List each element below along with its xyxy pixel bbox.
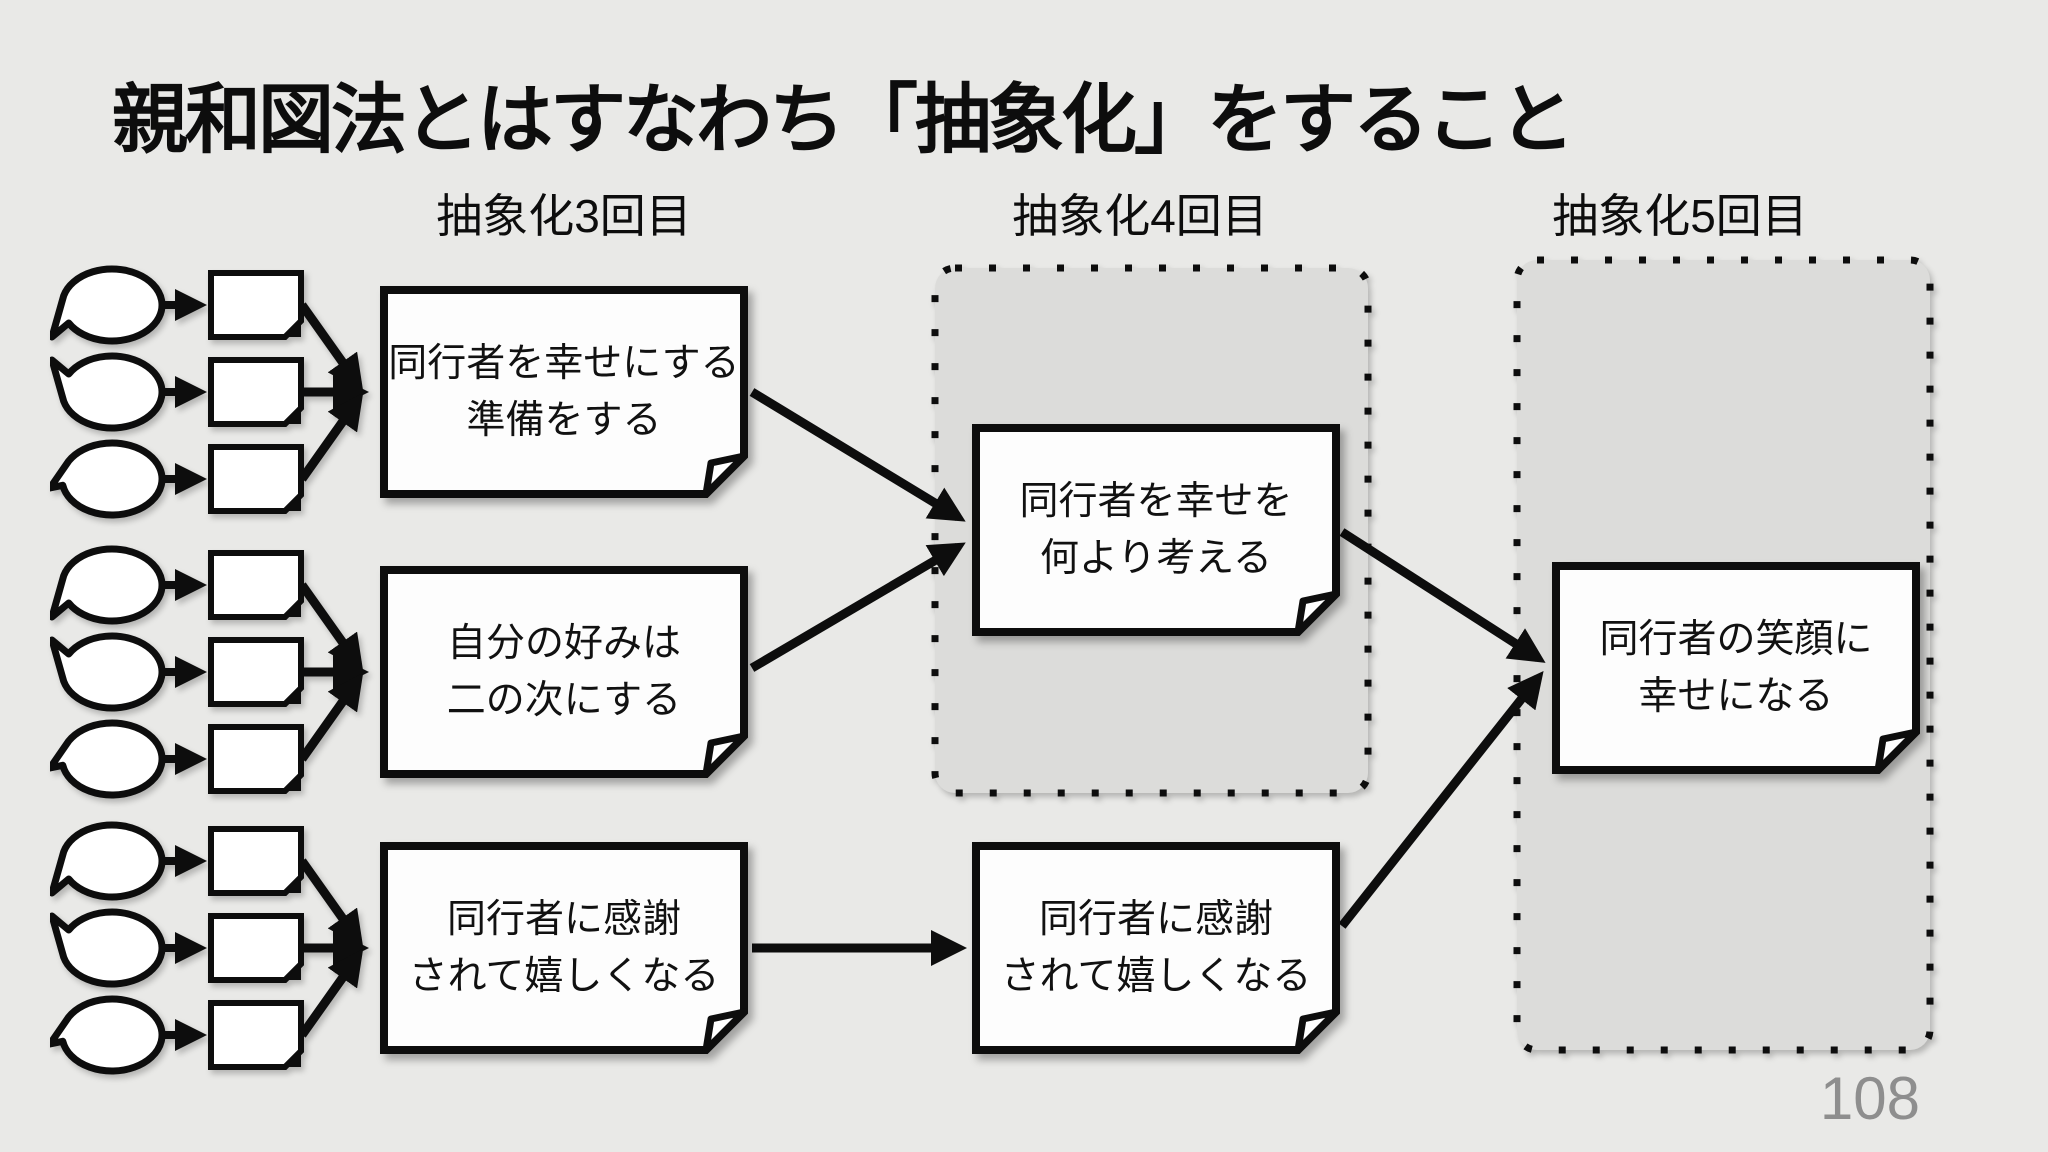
speech-bubble-icon [52, 636, 162, 708]
card-line: 二の次にする [446, 679, 682, 722]
sticky-note-icon [211, 640, 301, 704]
arrow [298, 582, 364, 672]
sticky-note-icon [211, 829, 301, 893]
arrow [298, 948, 364, 1038]
arrow [749, 542, 966, 672]
card-round3-2 [380, 566, 748, 778]
page-number: 108 [1819, 1065, 1920, 1132]
speech-bubble-icon [52, 269, 162, 341]
column-header-round3: 抽象化3回目 [436, 190, 692, 242]
card-round4-1 [972, 424, 1340, 636]
sticky-note-icon [211, 273, 301, 337]
speech-bubble-icon [50, 999, 162, 1071]
sticky-note-icon [211, 916, 301, 980]
idea-cluster-1 [50, 269, 369, 515]
card-line: 準備をする [466, 399, 662, 442]
sticky-note-icon [211, 553, 301, 617]
arrow [298, 858, 364, 948]
slide-title: 親和図法とはすなわち「抽象化」をすること [112, 78, 1575, 163]
speech-bubble-icon [50, 723, 162, 795]
speech-bubble-icon [52, 549, 162, 621]
card-round3-3-text: 同行者に感謝 されて嬉しくなる [380, 842, 748, 1054]
card-round3-2-text: 自分の好みは 二の次にする [380, 566, 748, 778]
arrow [1338, 670, 1544, 929]
card-round4-1-text: 同行者を幸せを 何より考える [972, 424, 1340, 636]
card-round4-2 [972, 842, 1340, 1054]
card-round3-1-text: 同行者を幸せにする 準備をする [380, 286, 748, 498]
card-line: されて嬉しくなる [408, 955, 720, 998]
sticky-note-icon [211, 1003, 301, 1067]
card-round4-2-text: 同行者に感謝 されて嬉しくなる [972, 842, 1340, 1054]
card-line: 同行者を幸せを [1019, 480, 1293, 523]
arrow [298, 392, 364, 482]
idea-cluster-2 [50, 549, 369, 795]
arrow [749, 388, 966, 522]
sticky-note-icon [211, 727, 301, 791]
speech-bubble-icon [50, 443, 162, 515]
idea-cluster-3 [50, 825, 369, 1071]
card-round3-3 [380, 842, 748, 1054]
arrow [298, 302, 364, 392]
card-line: 同行者に感謝 [446, 898, 681, 941]
arrow [1339, 528, 1546, 663]
column-header-round5: 抽象化5回目 [1552, 190, 1808, 242]
card-line: 同行者を幸せにする [388, 342, 740, 385]
card-line: 同行者の笑顔に [1599, 618, 1873, 661]
card-line: 幸せになる [1638, 675, 1834, 718]
card-line: 自分の好みは [446, 622, 681, 665]
card-flow-arrows [749, 388, 1546, 966]
card-line: されて嬉しくなる [1000, 955, 1312, 998]
card-round5-1-text: 同行者の笑顔に 幸せになる [1552, 562, 1920, 774]
card-line: 何より考える [1039, 537, 1273, 580]
card-round3-1 [380, 286, 748, 498]
sticky-note-icon [211, 360, 301, 424]
speech-bubble-icon [52, 912, 162, 984]
card-round5-1 [1552, 562, 1920, 774]
sticky-note-icon [211, 447, 301, 511]
speech-bubble-icon [52, 356, 162, 428]
card-line: 同行者に感謝 [1038, 898, 1273, 941]
arrow [298, 672, 364, 762]
column-header-round4: 抽象化4回目 [1012, 190, 1268, 242]
speech-bubble-icon [52, 825, 162, 897]
